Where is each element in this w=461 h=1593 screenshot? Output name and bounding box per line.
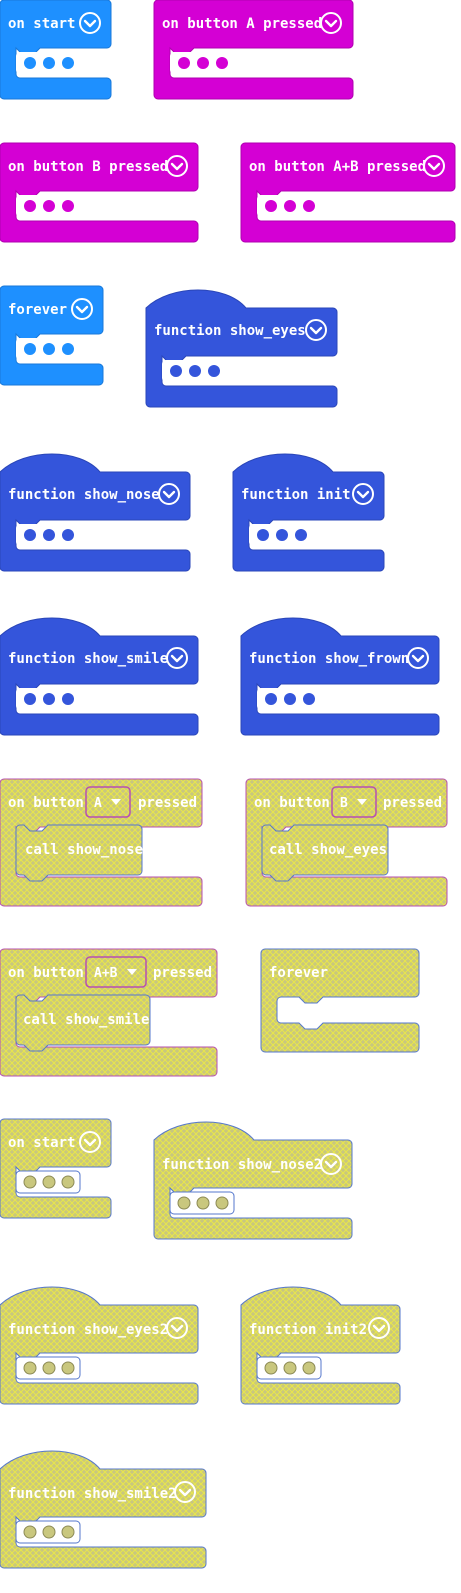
three-dots-icon[interactable] (178, 57, 228, 69)
function-init-block[interactable]: function init (232, 453, 385, 572)
triangle-down-icon (357, 799, 367, 805)
block-label: function show_eyes (154, 323, 306, 339)
function-show-smile2-block[interactable]: function show_smile2 (0, 1450, 207, 1569)
chevron-down-circle-icon[interactable] (320, 1153, 342, 1175)
button-dropdown[interactable]: A+B (85, 956, 147, 988)
block-label: function show_smile (8, 651, 168, 667)
call-show-eyes-block[interactable]: call show_eyes (261, 824, 389, 882)
block-label: on button B pressed (8, 159, 168, 175)
block-label: on start (8, 16, 75, 32)
three-dots-icon[interactable] (23, 1175, 75, 1189)
on-button-ab-pressed-block[interactable]: on button A+B pressed (240, 142, 456, 243)
block-label-suffix: pressed (383, 795, 442, 811)
three-dots-icon[interactable] (265, 693, 315, 705)
three-dots-icon[interactable] (24, 200, 74, 212)
three-dots-icon[interactable] (24, 693, 74, 705)
three-dots-icon[interactable] (170, 365, 220, 377)
function-show-eyes-block[interactable]: function show_eyes (145, 289, 338, 408)
function-show-smile-block[interactable]: function show_smile (0, 617, 199, 736)
chevron-down-circle-icon[interactable] (158, 483, 180, 505)
triangle-down-icon (127, 969, 137, 975)
call-label: call show_nose (25, 842, 143, 858)
three-dots-icon[interactable] (265, 200, 315, 212)
block-label: on button (8, 965, 84, 981)
function-init2-block[interactable]: function init2 (240, 1286, 401, 1405)
chevron-down-circle-icon[interactable] (174, 1481, 196, 1503)
three-dots-icon[interactable] (264, 1361, 316, 1375)
chevron-down-circle-icon[interactable] (71, 298, 93, 320)
block-label: forever (8, 302, 67, 318)
three-dots-icon[interactable] (24, 343, 74, 355)
dropdown-value: B (340, 796, 348, 811)
block-label: on button A pressed (162, 16, 322, 32)
function-show-nose-block[interactable]: function show_nose (0, 453, 191, 572)
forever-block[interactable]: forever (0, 285, 104, 386)
chevron-down-circle-icon[interactable] (423, 155, 445, 177)
chevron-down-circle-icon[interactable] (79, 12, 101, 34)
block-label: function show_nose2 (162, 1157, 322, 1173)
block-label: on start (8, 1135, 75, 1151)
block-label: function show_frown (249, 651, 409, 667)
block-label: function init (241, 487, 351, 503)
three-dots-icon[interactable] (23, 1361, 75, 1375)
three-dots-icon[interactable] (177, 1196, 229, 1210)
disabled-on-button-a-block[interactable]: on button A pressed call show_nose (0, 778, 203, 907)
block-label: on button (8, 795, 84, 811)
call-label: call show_eyes (269, 842, 387, 858)
function-show-eyes2-block[interactable]: function show_eyes2 (0, 1286, 199, 1405)
triangle-down-icon (111, 799, 121, 805)
block-label: function show_eyes2 (8, 1322, 168, 1338)
chevron-down-circle-icon[interactable] (79, 1131, 101, 1153)
disabled-on-start-block[interactable]: on start (0, 1118, 112, 1219)
call-label: call show_smile (23, 1012, 149, 1028)
dropdown-value: A (94, 796, 102, 811)
three-dots-icon[interactable] (257, 529, 307, 541)
call-show-smile-block[interactable]: call show_smile (15, 994, 151, 1052)
function-show-frown-block[interactable]: function show_frown (240, 617, 440, 736)
chevron-down-circle-icon[interactable] (166, 155, 188, 177)
block-label: function show_nose (8, 487, 160, 503)
block-label: function show_smile2 (8, 1486, 177, 1502)
block-label-suffix: pressed (153, 965, 212, 981)
block-label: on button A+B pressed (249, 159, 426, 175)
chevron-down-circle-icon[interactable] (407, 647, 429, 669)
button-dropdown[interactable]: A (85, 786, 131, 818)
call-show-nose-block[interactable]: call show_nose (15, 824, 143, 882)
three-dots-icon[interactable] (24, 57, 74, 69)
block-label-suffix: pressed (138, 795, 197, 811)
chevron-down-circle-icon[interactable] (320, 12, 342, 34)
block-label: function init2 (249, 1322, 367, 1338)
button-dropdown[interactable]: B (331, 786, 377, 818)
block-label: forever (269, 965, 328, 981)
function-show-nose2-block[interactable]: function show_nose2 (153, 1121, 353, 1240)
on-button-b-pressed-block[interactable]: on button B pressed (0, 142, 199, 243)
disabled-forever-block[interactable]: forever (260, 948, 420, 1053)
disabled-on-button-b-block[interactable]: on button B pressed call show_eyes (245, 778, 448, 907)
three-dots-icon[interactable] (24, 529, 74, 541)
chevron-down-circle-icon[interactable] (305, 319, 327, 341)
disabled-on-button-ab-block[interactable]: on button A+B pressed call show_smile (0, 948, 218, 1077)
chevron-down-circle-icon[interactable] (166, 647, 188, 669)
chevron-down-circle-icon[interactable] (368, 1317, 390, 1339)
chevron-down-circle-icon[interactable] (166, 1317, 188, 1339)
on-start-block[interactable]: on start (0, 0, 112, 100)
three-dots-icon[interactable] (23, 1525, 75, 1539)
on-button-a-pressed-block[interactable]: on button A pressed (153, 0, 354, 100)
block-label: on button (254, 795, 330, 811)
chevron-down-circle-icon[interactable] (352, 483, 374, 505)
dropdown-value: A+B (94, 966, 118, 981)
